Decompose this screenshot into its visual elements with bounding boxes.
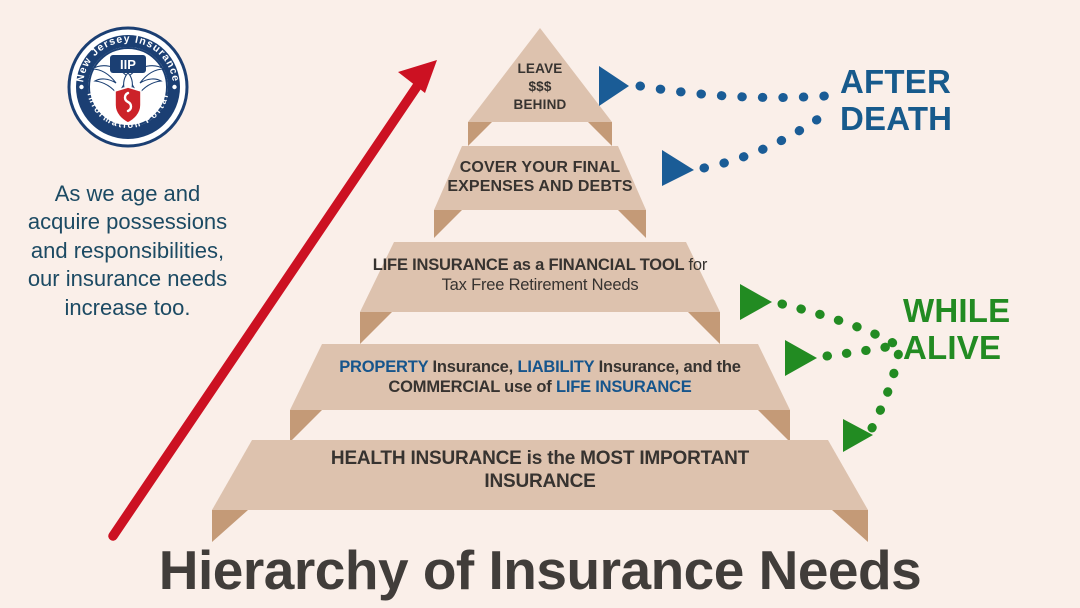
level-label-cover-final-expenses: COVER YOUR FINAL EXPENSES AND DEBTS <box>430 158 650 196</box>
ribbon-fold-left <box>434 210 462 238</box>
ribbon-fold-right <box>688 312 720 344</box>
level-segment-2: as a <box>512 256 549 274</box>
level-label-leave-money-behind: LEAVE $$$ BEHIND <box>470 60 610 114</box>
level-line-1: HEALTH INSURANCE is the MOST IMPORTANT <box>330 448 750 469</box>
callout-line-2: ALIVE <box>903 328 1002 366</box>
level-segment-4: Insurance, and the COMMERCIAL use of <box>388 358 741 396</box>
level-segment-3: FINANCIAL TOOL <box>548 256 689 274</box>
level-segment-4: for Tax Free Retirement Needs <box>441 256 708 294</box>
ribbon-fold-right <box>618 210 646 238</box>
level-line-2: INSURANCE <box>484 470 596 492</box>
level-line-1: COVER YOUR FINAL <box>459 159 621 176</box>
level-segment-3: LIABILITY <box>517 358 599 376</box>
ribbon-fold-right <box>588 122 612 146</box>
intro-paragraph: As we age and acquire possessions and re… <box>27 181 228 320</box>
while-alive-arrow-middle <box>785 340 902 376</box>
after-death-arrow-bottom <box>662 107 833 186</box>
level-label-property-liability-commercial: PROPERTY Insurance, LIABILITY Insurance,… <box>300 358 780 398</box>
after-death-arrow-top <box>599 66 830 106</box>
callout-line-2: DEATH <box>840 99 953 137</box>
callout-while-alive: WHILE ALIVE <box>903 292 1011 367</box>
ribbon-fold-left <box>468 122 492 146</box>
while-alive-arrow-bottom <box>843 345 904 452</box>
level-segment-5: LIFE INSURANCE <box>555 377 692 396</box>
level-segment-1: LIFE INSURANCE <box>372 256 513 274</box>
level-label-health-insurance-most-important: HEALTH INSURANCE is the MOST IMPORTANT I… <box>240 448 840 494</box>
ribbon-fold-left <box>290 410 322 442</box>
level-line-3: BEHIND <box>513 96 567 112</box>
level-label-life-insurance-financial-tool: LIFE INSURANCE as a FINANCIAL TOOL for T… <box>360 256 720 296</box>
logo-monogram: IIP <box>120 57 136 72</box>
callout-line-1: AFTER <box>840 63 951 100</box>
callout-after-death: AFTER DEATH <box>840 63 953 138</box>
new-jersey-insurance-logo: New Jersey Insurance Information Portal … <box>66 25 190 149</box>
page-title: Hierarchy of Insurance Needs <box>158 539 922 601</box>
level-line-2: EXPENSES AND DEBTS <box>447 178 633 196</box>
ribbon-fold-right <box>758 410 790 442</box>
level-line-2: $$$ <box>528 78 552 94</box>
ribbon-fold-left <box>360 312 392 344</box>
callout-line-1: WHILE <box>903 292 1011 329</box>
level-line-1: LEAVE <box>517 61 563 76</box>
level-segment-2: Insurance, <box>432 358 518 376</box>
level-segment-1: PROPERTY <box>339 358 433 376</box>
while-alive-arrow-top <box>740 284 898 348</box>
